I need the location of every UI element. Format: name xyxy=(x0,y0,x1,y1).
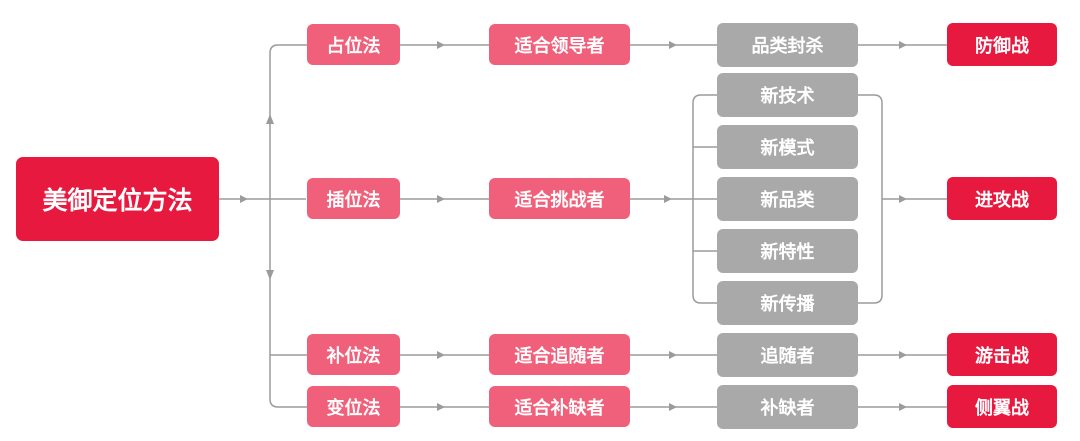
root-node: 美御定位方法 xyxy=(16,157,219,241)
tactic-new-category: 新品类 xyxy=(717,177,858,221)
tactic-new-tech: 新技术 xyxy=(717,73,858,117)
result-flanking-war: 侧翼战 xyxy=(947,385,1057,428)
method-insert: 插位法 xyxy=(307,178,400,219)
result-defensive-war: 防御战 xyxy=(947,23,1057,66)
method-fill: 补位法 xyxy=(307,334,400,375)
suit-leader: 适合领导者 xyxy=(489,24,630,65)
tactic-category-block: 品类封杀 xyxy=(717,23,858,67)
tactic-new-feature: 新特性 xyxy=(717,229,858,273)
suit-follower: 适合追随者 xyxy=(489,334,630,375)
suit-niche: 适合补缺者 xyxy=(489,386,630,427)
tactic-niche: 补缺者 xyxy=(717,385,858,429)
tactic-new-communication: 新传播 xyxy=(717,281,858,325)
suit-challenger: 适合挑战者 xyxy=(489,178,630,219)
result-offensive-war: 进攻战 xyxy=(947,177,1057,220)
method-change: 变位法 xyxy=(307,386,400,427)
method-occupy: 占位法 xyxy=(307,24,400,65)
tactic-new-model: 新模式 xyxy=(717,125,858,169)
result-guerrilla-war: 游击战 xyxy=(947,333,1057,376)
tactic-follower: 追随者 xyxy=(717,333,858,377)
